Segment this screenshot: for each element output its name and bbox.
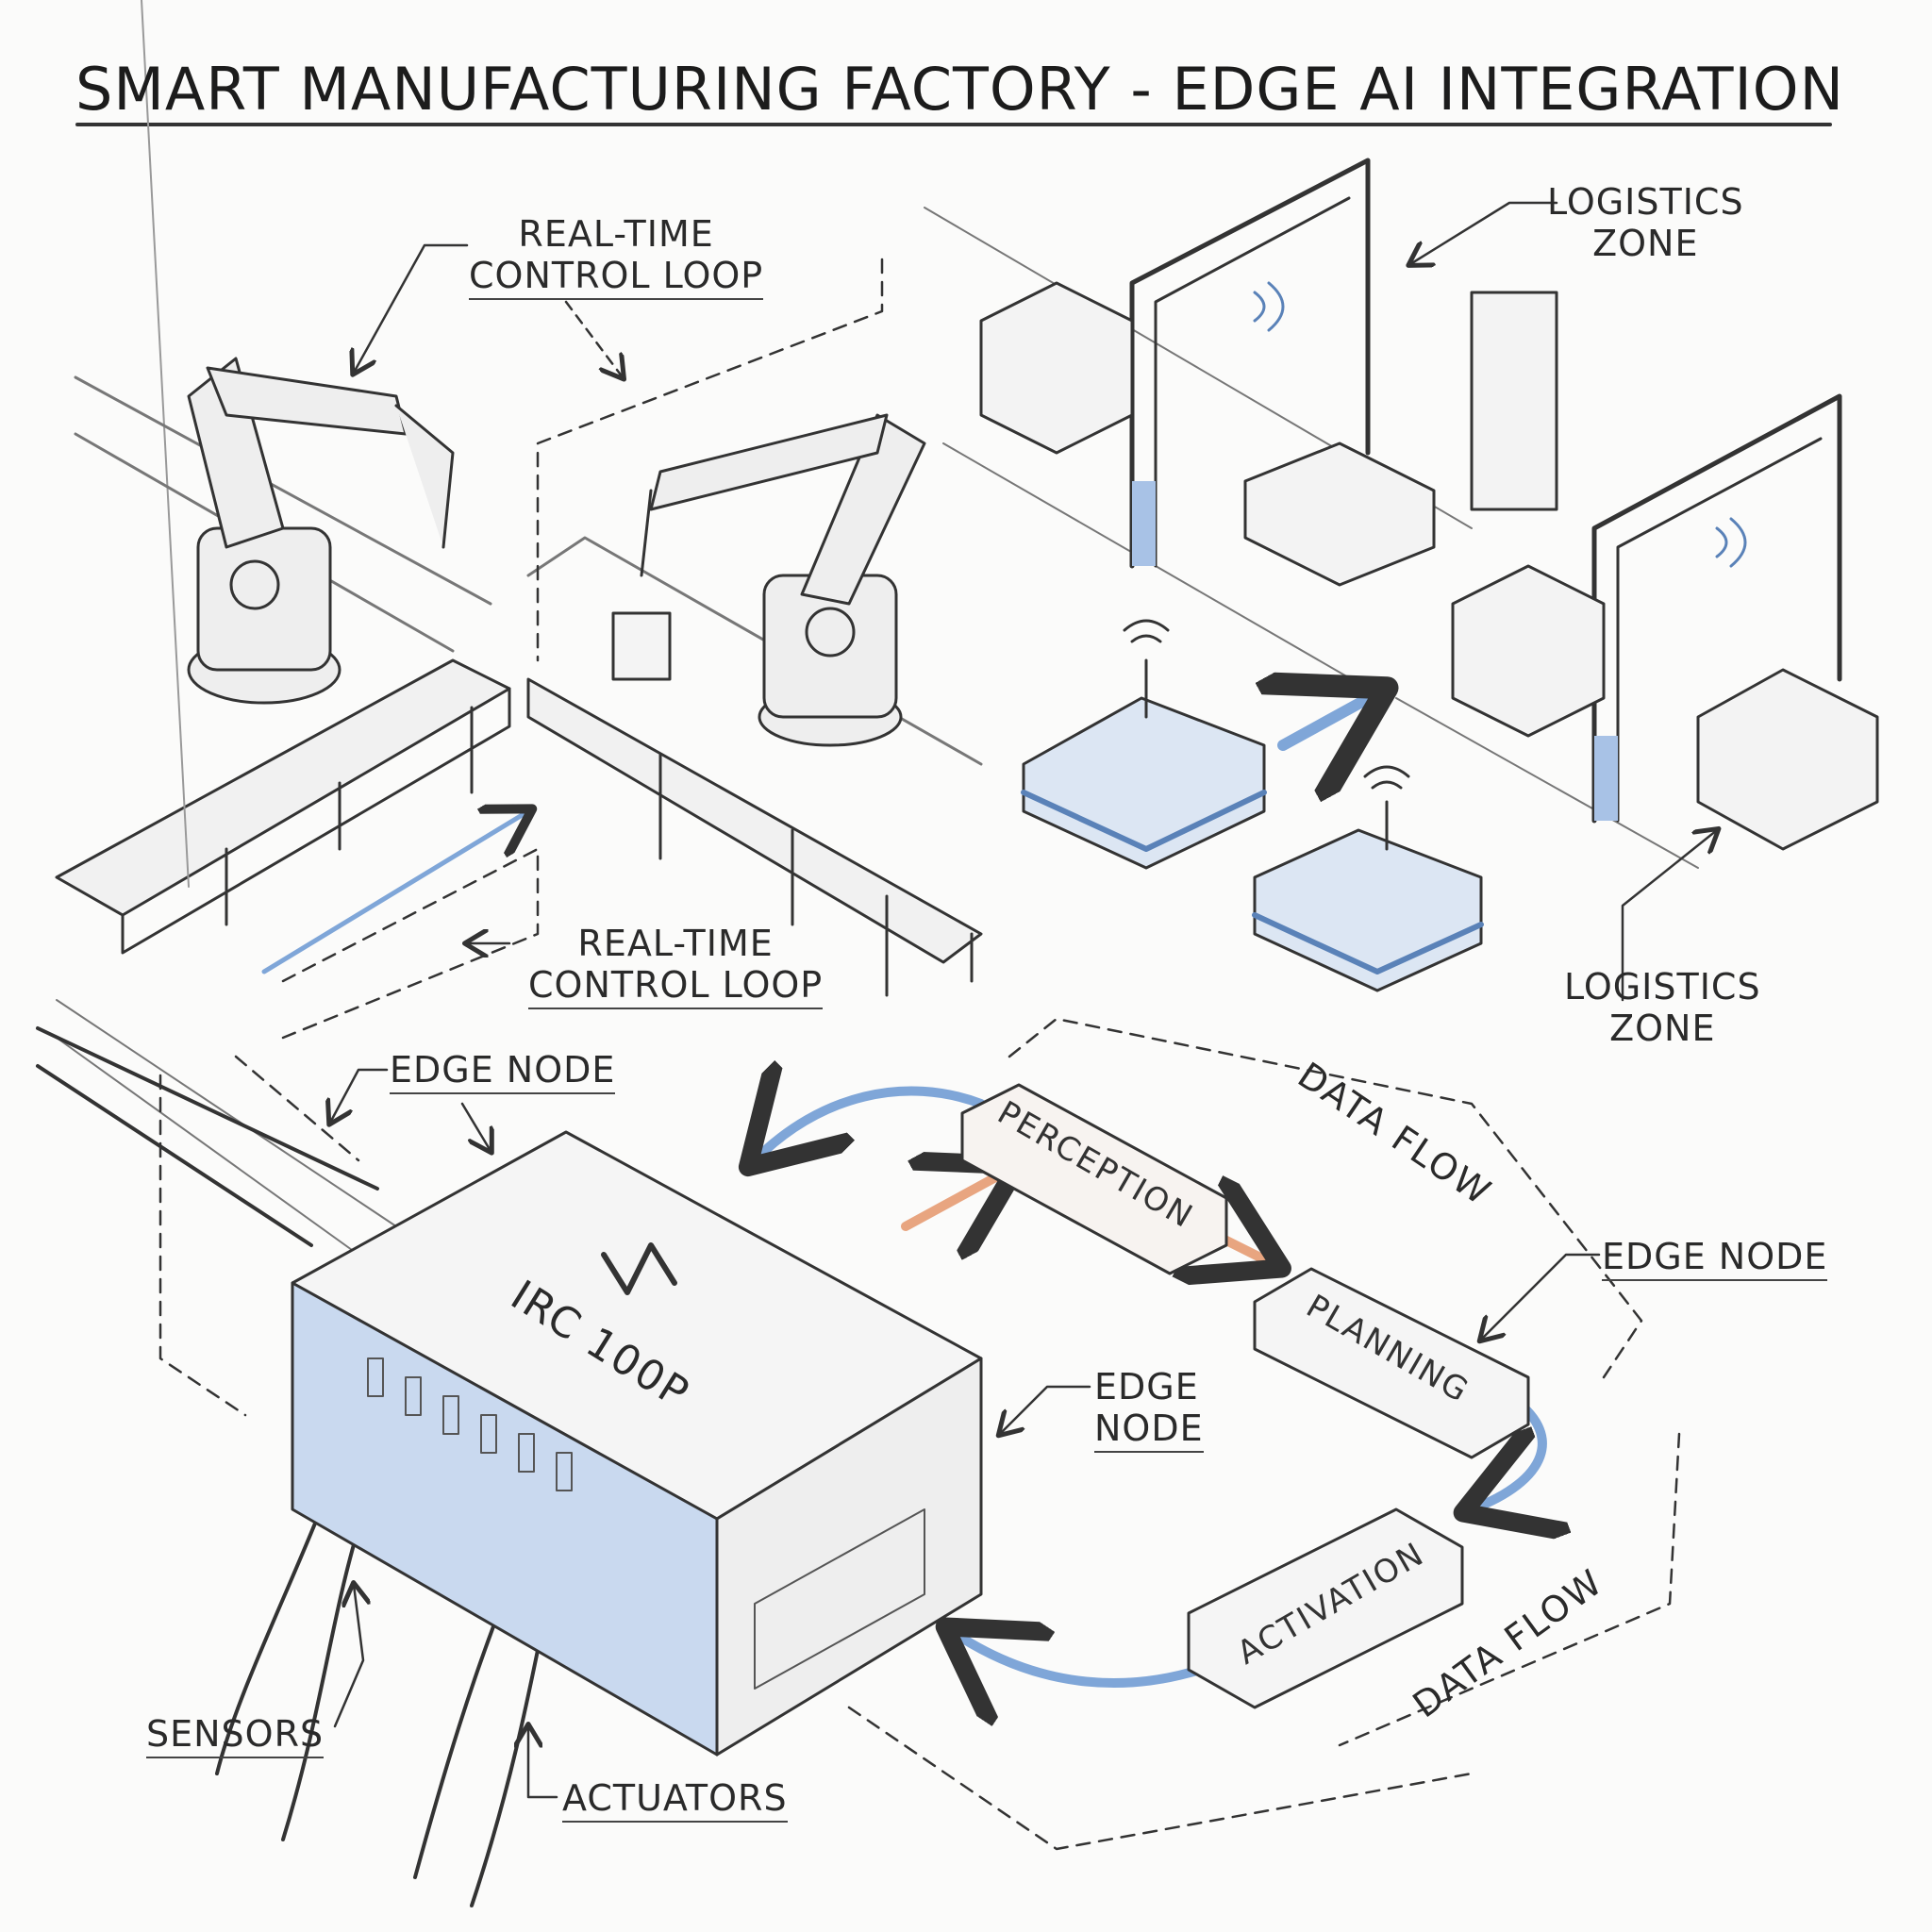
label-actuators: ACTUATORS <box>562 1777 788 1823</box>
label-line: REAL-TIME <box>518 213 714 255</box>
data-flow-dashed-path <box>158 1017 1681 1851</box>
agv-direction-arrow <box>1283 693 1377 745</box>
agv-robot-2 <box>1252 765 1484 992</box>
edge-device-irc100p <box>291 1130 983 1757</box>
device-logo <box>601 1242 677 1295</box>
label-edge-node-left: EDGE NODE <box>390 1049 616 1094</box>
label-line: ZONE <box>1609 1008 1716 1049</box>
label-line: NODE <box>1094 1407 1204 1449</box>
label-line: LOGISTICS <box>1564 966 1761 1008</box>
label-control-loop-mid: REAL-TIME CONTROL LOOP <box>528 923 824 1009</box>
label-edge-node-right: EDGE NODE <box>1602 1236 1828 1281</box>
label-line: REAL-TIME <box>577 923 774 964</box>
label-line: CONTROL LOOP <box>528 964 824 1006</box>
label-line: CONTROL LOOP <box>469 255 764 296</box>
wireless-signal-icons <box>1253 281 1747 568</box>
label-control-loop-top: REAL-TIME CONTROL LOOP <box>469 213 764 300</box>
logistics-gate-1 <box>1129 158 1371 569</box>
control-loop-dashed-path <box>281 258 884 1040</box>
label-line: EDGE <box>1094 1366 1199 1407</box>
module-boxes <box>960 1083 1530 1709</box>
agv-robot-1 <box>1021 619 1267 870</box>
pallet-boxes <box>979 281 1879 851</box>
label-line: ZONE <box>1592 223 1699 264</box>
label-logistics-top: LOGISTICS ZONE <box>1547 181 1744 264</box>
leader-arrows <box>330 201 1717 1799</box>
conveyor-left <box>55 0 511 955</box>
page-title: SMART MANUFACTURING FACTORY - EDGE AI IN… <box>75 55 1844 124</box>
flow-arrow <box>261 811 528 974</box>
robot-arm-left <box>187 357 455 705</box>
label-sensors: SENSORS <box>146 1713 325 1758</box>
label-edge-node-center: EDGE NODE <box>1094 1366 1204 1453</box>
label-line: LOGISTICS <box>1547 181 1744 223</box>
robot-arm-right <box>611 413 926 747</box>
label-logistics-bottom: LOGISTICS ZONE <box>1564 966 1761 1049</box>
